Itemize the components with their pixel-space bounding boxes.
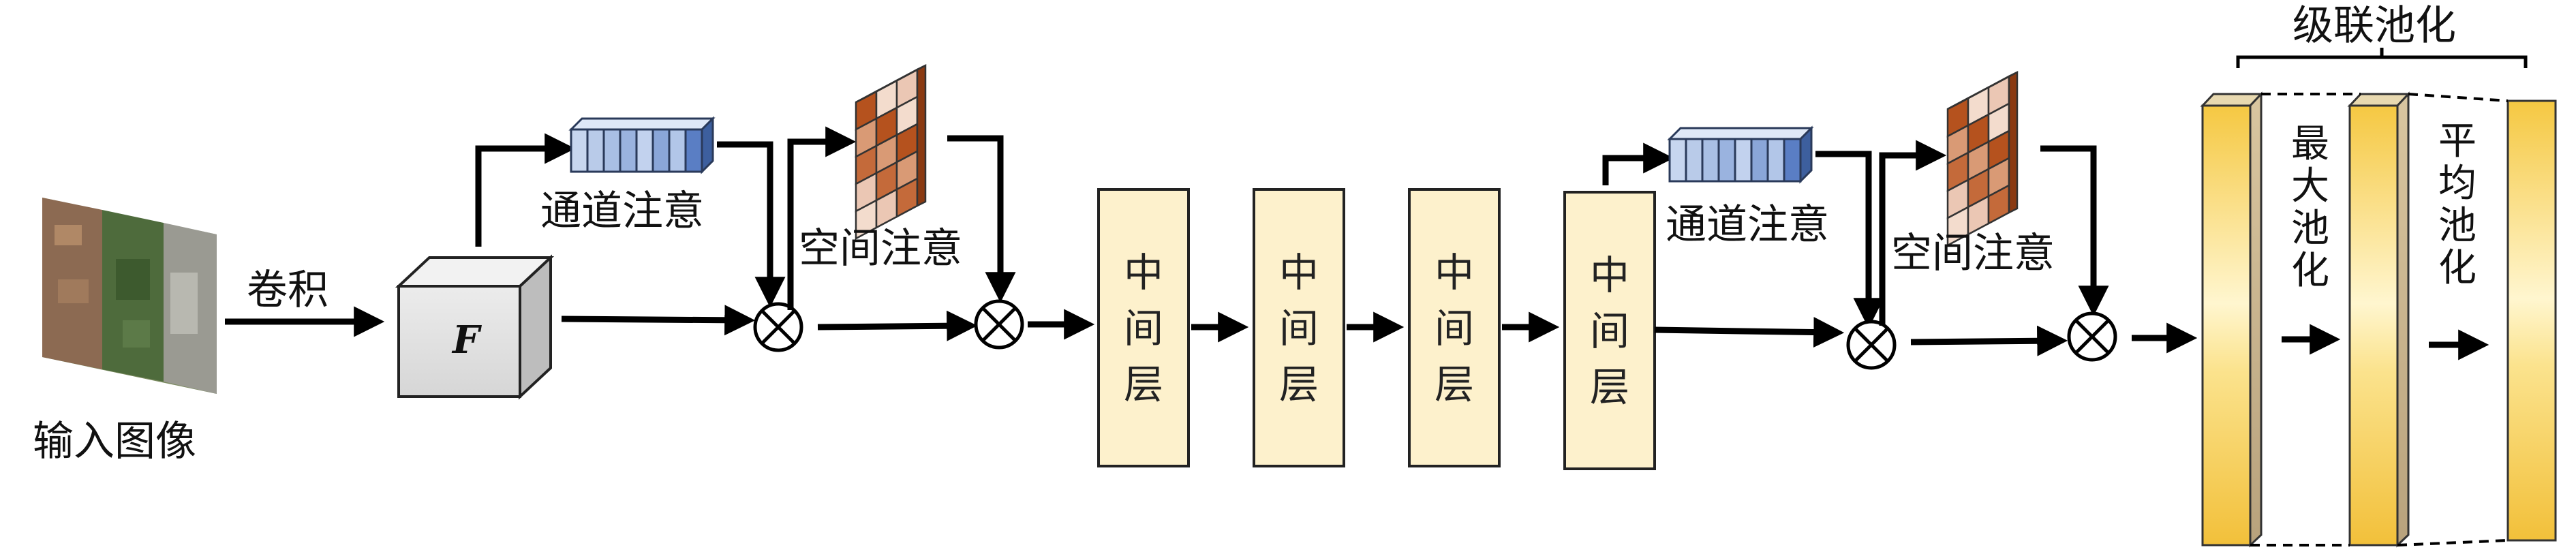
input-image: [42, 198, 217, 394]
multiply-3: [1846, 320, 1897, 370]
middle-layer-3: 中 间 层: [1408, 188, 1501, 467]
max-pooling-label: 最 大 池 化: [2291, 122, 2329, 293]
svg-text:最: 最: [2291, 122, 2329, 166]
spatial-attention-2-label: 空间注意: [1891, 230, 2055, 277]
channel-attention-1: [568, 116, 716, 174]
middle-layer-4-char-3: 层: [1590, 364, 1629, 410]
multiply-4: [2067, 311, 2117, 362]
middle-layer-2-char-3: 层: [1279, 361, 1319, 407]
spatial-attention-1-label: 空间注意: [799, 225, 962, 273]
avg-pooling-label: 平 均 池 化: [2438, 119, 2477, 290]
multiply-2: [974, 299, 1024, 350]
svg-text:池: 池: [2438, 204, 2477, 248]
middle-layer-3-char-1: 中: [1435, 249, 1474, 296]
svg-text:化: 化: [2291, 249, 2329, 293]
pooling-dashed-connectors: [2250, 93, 2509, 547]
pooling-slab-3: [2506, 99, 2557, 542]
svg-text:化: 化: [2438, 246, 2477, 290]
middle-4-to-multiply-3: [1654, 317, 1845, 348]
branch-to-channel-1: [475, 133, 576, 247]
spatial-2-to-multiply: [2040, 145, 2109, 317]
pooling-slab-1: [2200, 91, 2264, 548]
feature-label: F: [451, 318, 482, 363]
cascade-pooling-brace: [2236, 48, 2528, 68]
channel-attention-2-label: 通道注意: [1666, 201, 1829, 249]
cascade-pooling-label: 级联池化: [2293, 2, 2456, 50]
multiply-3-to-multiply-4: [1910, 325, 2068, 356]
svg-text:池: 池: [2291, 206, 2329, 251]
middle-layer-4-char-1: 中: [1590, 252, 1629, 298]
middle-layer-3-char-3: 层: [1435, 361, 1474, 407]
branch-to-channel-2: [1602, 142, 1674, 185]
pooling-slab-2: [2347, 91, 2411, 548]
channel-attention-1-label: 通道注意: [540, 187, 704, 235]
channel-1-to-multiply: [717, 141, 786, 308]
middle-layer-1-char-2: 间: [1124, 305, 1163, 352]
spatial-1-to-multiply: [947, 135, 1016, 303]
branch-to-spatial-1: [787, 126, 857, 310]
branch-to-spatial-2: [1879, 140, 1947, 326]
svg-text:均: 均: [2438, 161, 2477, 206]
middle-layer-1: 中 间 层: [1097, 188, 1190, 467]
multiply-1: [753, 302, 803, 352]
conv-label: 卷积: [247, 266, 328, 314]
middle-layer-2-char-2: 间: [1279, 305, 1319, 352]
svg-text:大: 大: [2291, 164, 2329, 209]
feature-to-multiply-1: [561, 305, 756, 336]
channel-attention-2: [1667, 125, 1814, 184]
spatial-attention-1: [855, 63, 927, 241]
middle-layer-4-char-2: 间: [1590, 308, 1629, 354]
svg-text:平: 平: [2438, 119, 2477, 164]
feature-cube: [395, 254, 555, 400]
middle-layer-1-char-3: 层: [1124, 361, 1163, 407]
spatial-attention-2: [1946, 70, 2019, 247]
middle-layer-4: 中 间 层: [1563, 191, 1656, 470]
multiply-1-to-multiply-2: [817, 310, 978, 341]
middle-layer-3-char-2: 间: [1435, 305, 1474, 352]
channel-2-to-multiply: [1815, 151, 1884, 329]
middle-layer-1-char-1: 中: [1124, 249, 1163, 296]
middle-layer-2-char-1: 中: [1279, 249, 1319, 296]
input-image-label: 输入图像: [33, 418, 196, 465]
middle-layer-2: 中 间 层: [1253, 188, 1345, 467]
